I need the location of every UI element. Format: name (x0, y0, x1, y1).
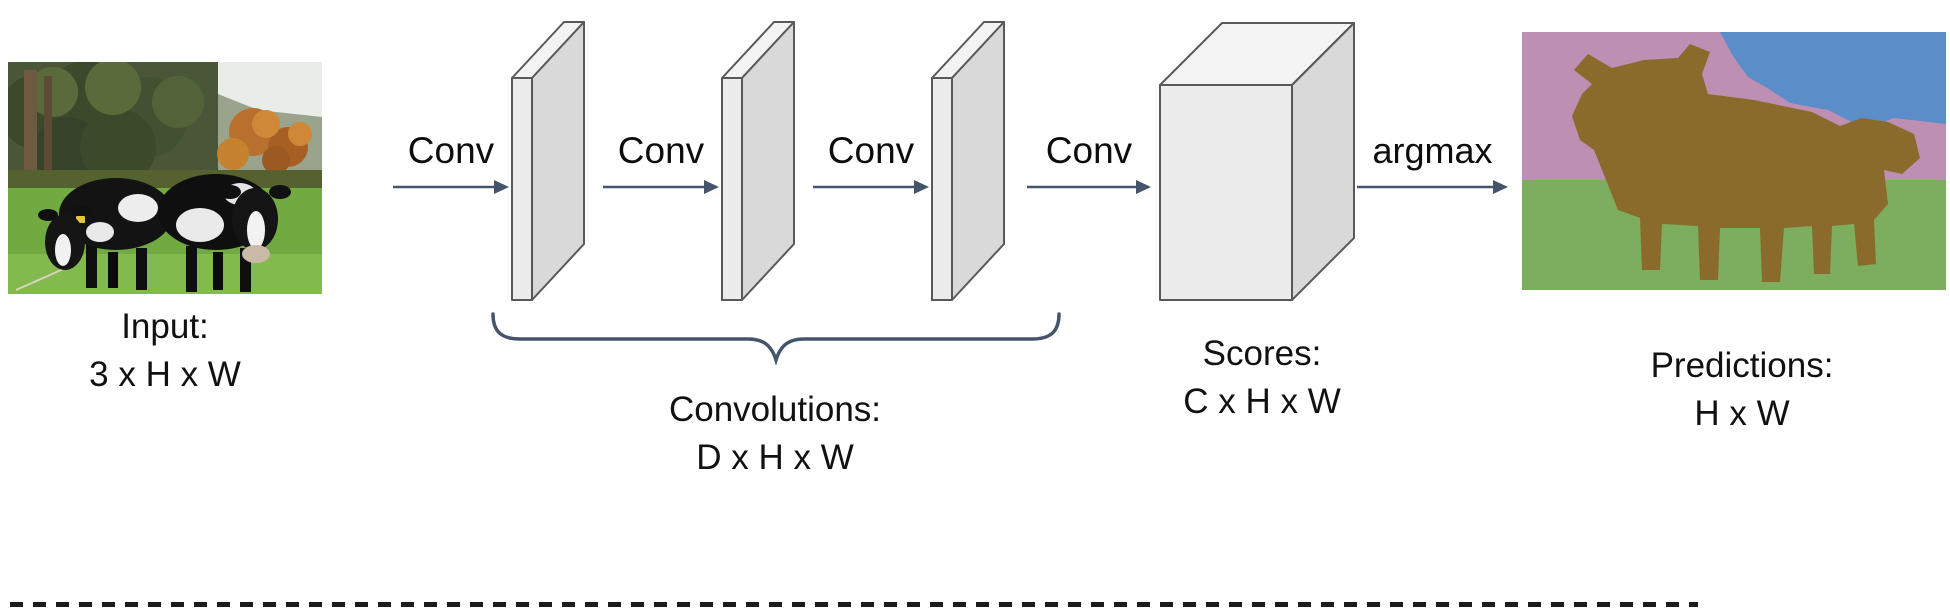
conv-layer-slab-1 (511, 21, 585, 301)
input-label-line1: Input: (121, 307, 209, 346)
seg-region-sky-blue (1720, 32, 1946, 129)
prediction-image (1522, 32, 1946, 290)
conv-layer-slab-3 (931, 21, 1005, 301)
conv-step-2: Conv (601, 130, 721, 196)
convolutions-brace-icon (491, 312, 1061, 366)
conv-label-3: Conv (827, 130, 915, 171)
seg-cow-silhouette (1572, 44, 1920, 282)
predictions-label-line1: Predictions: (1650, 346, 1834, 385)
convolutions-label-line1: Convolutions: (668, 390, 882, 429)
argmax-arrow-icon (1357, 180, 1508, 194)
conv-arrow-4-icon (1027, 180, 1151, 194)
input-label-line2: 3 x H x W (89, 355, 241, 394)
network-layers-graphic (511, 21, 1355, 301)
conv-layer-slab-2 (721, 21, 795, 301)
conv-arrow-2-icon (603, 180, 719, 194)
convolutions-label: Convolutions: D x H x W (575, 386, 975, 482)
segmentation-map-illustration (1522, 32, 1946, 290)
input-label: Input: 3 x H x W (15, 303, 315, 399)
scores-label: Scores: C x H x W (1112, 330, 1412, 426)
scores-label-line2: C x H x W (1183, 382, 1341, 421)
cow-photo-illustration (0, 59, 322, 294)
scores-box (1159, 22, 1355, 301)
argmax-label: argmax (1372, 130, 1493, 171)
predictions-label: Predictions: H x W (1592, 342, 1892, 438)
predictions-label-line2: H x W (1694, 394, 1790, 433)
input-image (0, 59, 322, 294)
argmax-step: argmax (1355, 130, 1510, 196)
conv-arrow-3-icon (813, 180, 929, 194)
conv-step-4: Conv (1025, 130, 1153, 196)
conv-label-2: Conv (617, 130, 705, 171)
conv-label-1: Conv (407, 130, 495, 171)
scores-label-line1: Scores: (1202, 334, 1322, 373)
conv-step-1: Conv (391, 130, 511, 196)
conv-label-4: Conv (1045, 130, 1133, 171)
bottom-dashed-line (10, 602, 1698, 607)
convolutions-label-line2: D x H x W (696, 438, 854, 477)
conv-arrow-1-icon (393, 180, 509, 194)
conv-step-3: Conv (811, 130, 931, 196)
